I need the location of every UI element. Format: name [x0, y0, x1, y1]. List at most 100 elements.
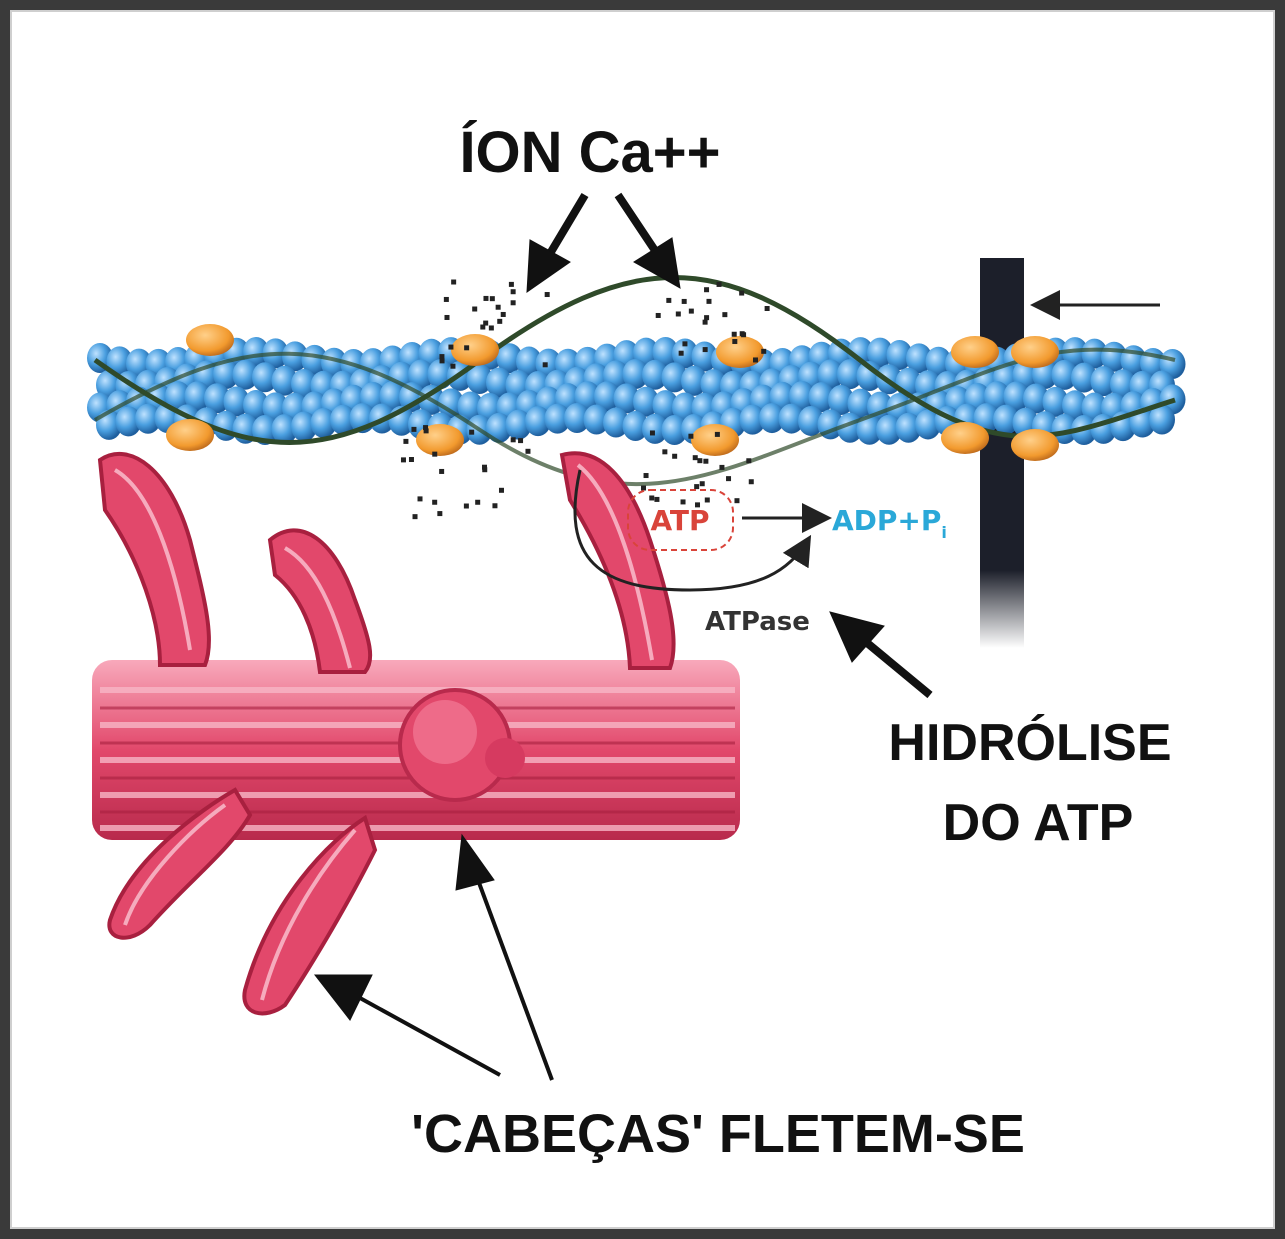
calcium-ion [732, 332, 737, 337]
cabecas-arrow-left [315, 975, 500, 1075]
calcium-ion [694, 484, 699, 489]
calcium-ion [432, 452, 437, 457]
calcium-ion [650, 430, 655, 435]
atpase-label: ATPase [705, 607, 810, 637]
calcium-ion [732, 339, 737, 344]
myosin-head [100, 454, 209, 665]
calcium-ion [656, 313, 661, 318]
calcium-ion [483, 296, 488, 301]
calcium-ion [492, 503, 497, 508]
calcium-ion [654, 497, 659, 502]
troponin [1011, 336, 1059, 368]
calcium-ion [739, 291, 744, 296]
cabecas-label: 'CABEÇAS' FLETEM-SE [411, 1104, 1025, 1164]
calcium-ion [511, 300, 516, 305]
calcium-ion [688, 434, 693, 439]
calcium-ion [440, 358, 445, 363]
calcium-ion [499, 488, 504, 493]
calcium-ion [703, 459, 708, 464]
calcium-ion [432, 500, 437, 505]
calcium-ion [464, 504, 469, 509]
troponin [691, 424, 739, 456]
calcium-ion [497, 319, 502, 324]
calcium-ion [676, 311, 681, 316]
calcium-ion [409, 457, 414, 462]
calcium-ion [644, 473, 649, 478]
calcium-ion [704, 287, 709, 292]
calcium-ion [641, 486, 646, 491]
calcium-ion [734, 498, 739, 503]
calcium-ion [740, 331, 745, 336]
calcium-ion [693, 455, 698, 460]
calcium-ion [682, 341, 687, 346]
calcium-ion [509, 282, 514, 287]
calcium-ion [403, 439, 408, 444]
calcium-ion [482, 467, 487, 472]
hidrolise-label-line2: DO ATP [943, 794, 1134, 852]
calcium-ion [765, 306, 770, 311]
calcium-ion [450, 364, 455, 369]
calcium-ion [726, 476, 731, 481]
calcium-ion [418, 496, 423, 501]
calcium-ion [753, 357, 758, 362]
troponin [951, 336, 999, 368]
atp-label: ATP [650, 504, 709, 537]
calcium-ion [469, 430, 474, 435]
myosin-filament [92, 660, 740, 840]
calcium-ion [444, 315, 449, 320]
troponin [186, 324, 234, 356]
troponin [716, 336, 764, 368]
calcium-ion [401, 457, 406, 462]
myosin-head [270, 530, 370, 672]
calcium-ion [525, 449, 530, 454]
ca-arrow-left [527, 195, 585, 292]
calcium-ion [719, 465, 724, 470]
hidrolise-arrow [830, 612, 930, 695]
calcium-ion [700, 481, 705, 486]
calcium-ion [746, 458, 751, 463]
calcium-ion [451, 280, 456, 285]
calcium-ion [715, 432, 720, 437]
calcium-ion [722, 312, 727, 317]
calcium-ion [511, 289, 516, 294]
calcium-ion [749, 479, 754, 484]
calcium-ion [464, 345, 469, 350]
hidrolise-label-line1: HIDRÓLISE [888, 714, 1171, 772]
calcium-ion [543, 362, 548, 367]
calcium-ion [480, 325, 485, 330]
calcium-ion [490, 296, 495, 301]
troponin [1011, 429, 1059, 461]
troponin [451, 334, 499, 366]
troponin [941, 422, 989, 454]
calcium-ion [423, 425, 428, 430]
calcium-ion [448, 345, 453, 350]
cabecas-arrow-right [456, 835, 552, 1080]
calcium-ion [489, 325, 494, 330]
calcium-ion [666, 298, 671, 303]
troponin [166, 419, 214, 451]
calcium-ion [518, 438, 523, 443]
ion-ca-label: ÍON Ca++ [459, 120, 720, 185]
pointer-arrows [315, 195, 930, 1080]
calcium-ion [496, 305, 501, 310]
calcium-ion [501, 312, 506, 317]
calcium-ion [411, 427, 416, 432]
calcium-ion [475, 500, 480, 505]
calcium-ion [439, 354, 444, 359]
calcium-ion [472, 307, 477, 312]
calcium-ion [689, 309, 694, 314]
calcium-ion [717, 282, 722, 287]
calcium-ion [439, 469, 444, 474]
calcium-ion [413, 514, 418, 519]
calcium-ion [704, 315, 709, 320]
calcium-ion [437, 511, 442, 516]
myosin-head [562, 453, 674, 668]
calcium-ion [649, 495, 654, 500]
calcium-ion [679, 351, 684, 356]
calcium-ion [682, 299, 687, 304]
calcium-ion [662, 449, 667, 454]
calcium-ion [444, 297, 449, 302]
calcium-ion [511, 437, 516, 442]
calcium-ion [672, 454, 677, 459]
